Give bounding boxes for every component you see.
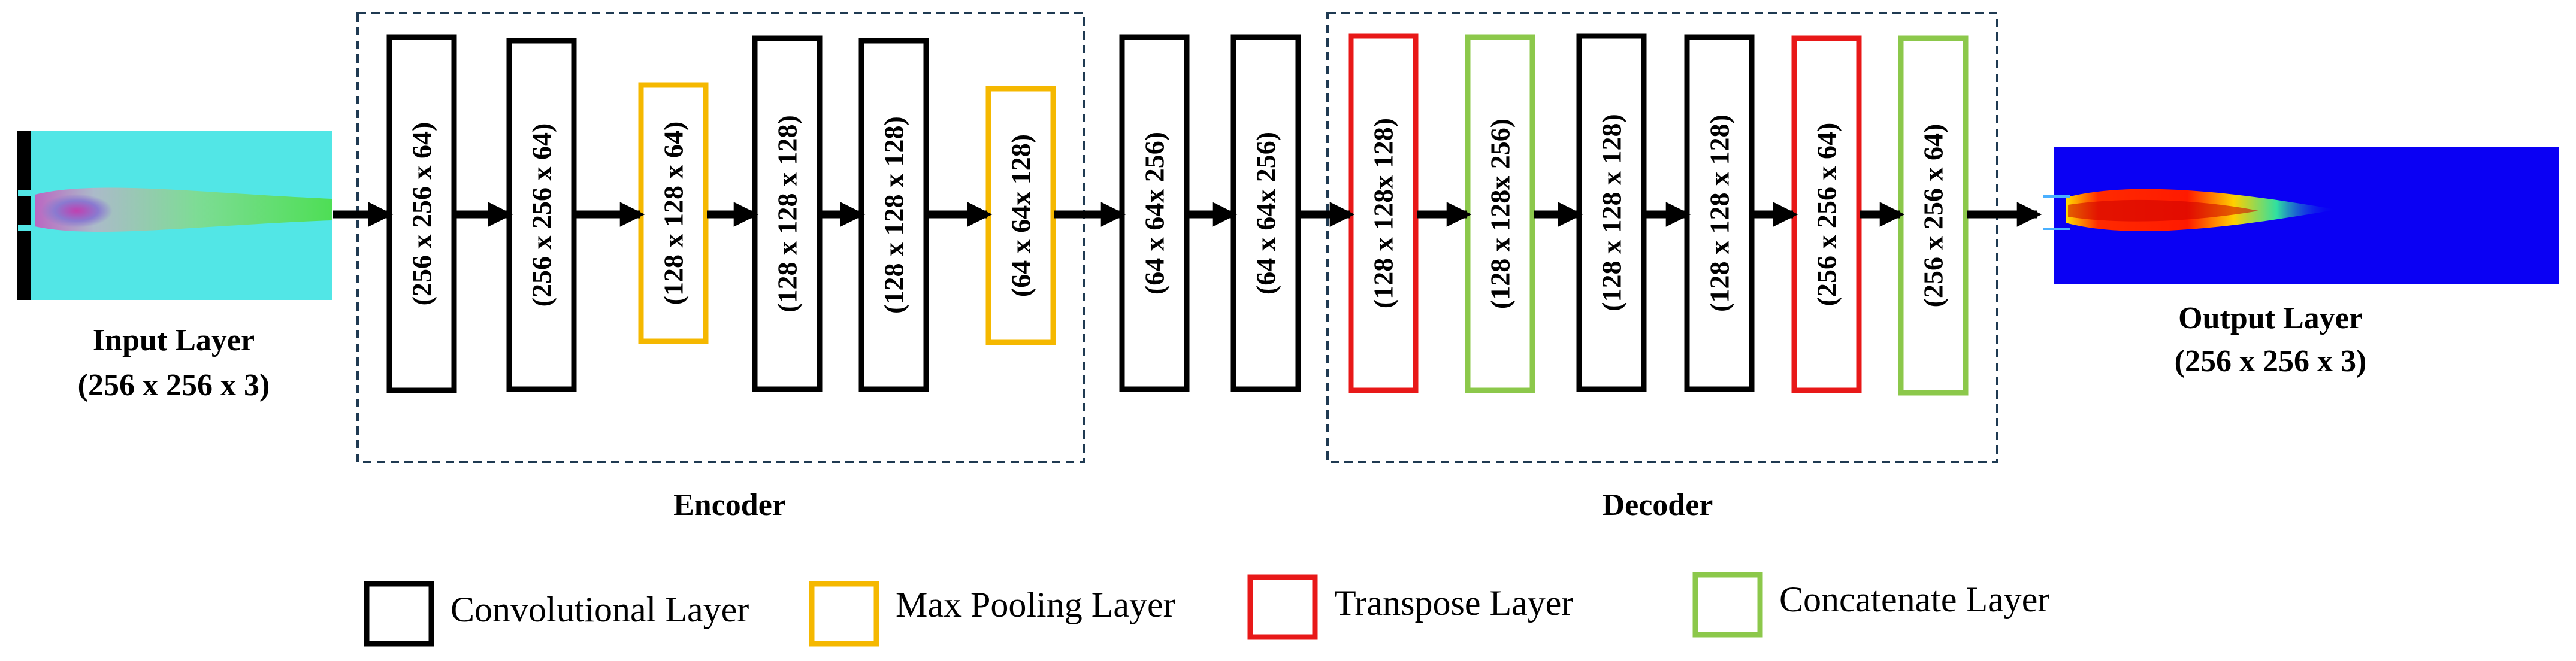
legend-label: Convolutional Layer — [451, 590, 749, 629]
layer-box-convolutional: (128 x 128 x 128) — [858, 38, 929, 392]
output-layer-dims: (256 x 256 x 3) — [2175, 344, 2367, 378]
legend-label: Max Pooling Layer — [896, 585, 1175, 624]
layer-box-label: (64 x 64x 256) — [1139, 132, 1170, 295]
output-layer-image — [2043, 147, 2559, 284]
layer-box-label: (128 x 128x 128) — [1368, 118, 1399, 308]
layer-box-label: (128 x 128 x 128) — [772, 115, 803, 313]
layer-box-transpose: (128 x 128x 128) — [1348, 33, 1419, 393]
legend-swatch — [809, 581, 879, 647]
layer-box-label: (256 x 256 x 64) — [1812, 123, 1842, 307]
legend-item-transpose: Transpose Layer — [1247, 574, 1573, 640]
layer-box-convolutional: (256 x 256 x 64) — [386, 34, 457, 393]
legend-swatch — [1247, 574, 1318, 640]
layer-box-max-pooling: (64 x 64x 128) — [985, 86, 1056, 345]
layer-box-label: (128 x 128 x 128) — [1597, 114, 1627, 311]
layer-box-label: (128 x 128 x 128) — [1704, 114, 1735, 312]
layer-box-label: (128 x 128 x 128) — [879, 116, 909, 314]
layer-box-label: (128 x 128x 256) — [1485, 119, 1516, 309]
layer-box-convolutional: (128 x 128 x 128) — [1576, 33, 1647, 392]
layer-box-convolutional: (128 x 128 x 128) — [752, 35, 823, 392]
layer-box-label: (64 x 64x 256) — [1251, 132, 1281, 295]
layer-box-concatenate: (128 x 128x 256) — [1465, 34, 1535, 393]
layer-box-label: (256 x 256 x 64) — [527, 123, 557, 307]
layer-box-label: (128 x 128 x 64) — [658, 122, 689, 305]
layer-box-convolutional: (128 x 128 x 128) — [1684, 34, 1755, 392]
legend-swatch — [364, 581, 434, 647]
input-layer-image — [17, 131, 332, 300]
layer-box-convolutional: (64 x 64x 256) — [1230, 34, 1301, 392]
encoder-group-box — [356, 12, 1085, 463]
legend-item-convolutional: Convolutional Layer — [364, 581, 749, 647]
layer-box-label: (64 x 64x 128) — [1006, 134, 1036, 297]
input-layer-title: Input Layer — [93, 323, 255, 357]
layer-box-concatenate: (256 x 256 x 64) — [1898, 35, 1969, 396]
layer-boxes: (256 x 256 x 64) (256 x 256 x 64) (128 x 1… — [386, 33, 1969, 396]
legend-label: Concatenate Layer — [1779, 580, 2049, 619]
decoder-group-box — [1326, 12, 1998, 463]
legend-swatch — [1692, 572, 1763, 638]
legend-label: Transpose Layer — [1334, 583, 1573, 623]
input-layer-dims: (256 x 256 x 3) — [78, 368, 270, 402]
encoder-label: Encoder — [673, 488, 786, 522]
output-layer-title: Output Layer — [2178, 301, 2363, 335]
layer-box-label: (256 x 256 x 64) — [407, 122, 437, 306]
legend-item-max-pooling: Max Pooling Layer — [809, 581, 1175, 647]
layer-box-label: (256 x 256 x 64) — [1918, 124, 1949, 308]
layer-box-max-pooling: (128 x 128 x 64) — [638, 82, 709, 344]
decoder-label: Decoder — [1603, 488, 1713, 522]
layer-box-convolutional: (256 x 256 x 64) — [506, 38, 577, 392]
layer-box-convolutional: (64 x 64x 256) — [1119, 34, 1190, 392]
legend-item-concatenate: Concatenate Layer — [1692, 572, 2049, 638]
legend: Convolutional Layer Max Pooling Layer Tran… — [364, 572, 2049, 647]
layer-box-transpose: (256 x 256 x 64) — [1791, 35, 1862, 393]
